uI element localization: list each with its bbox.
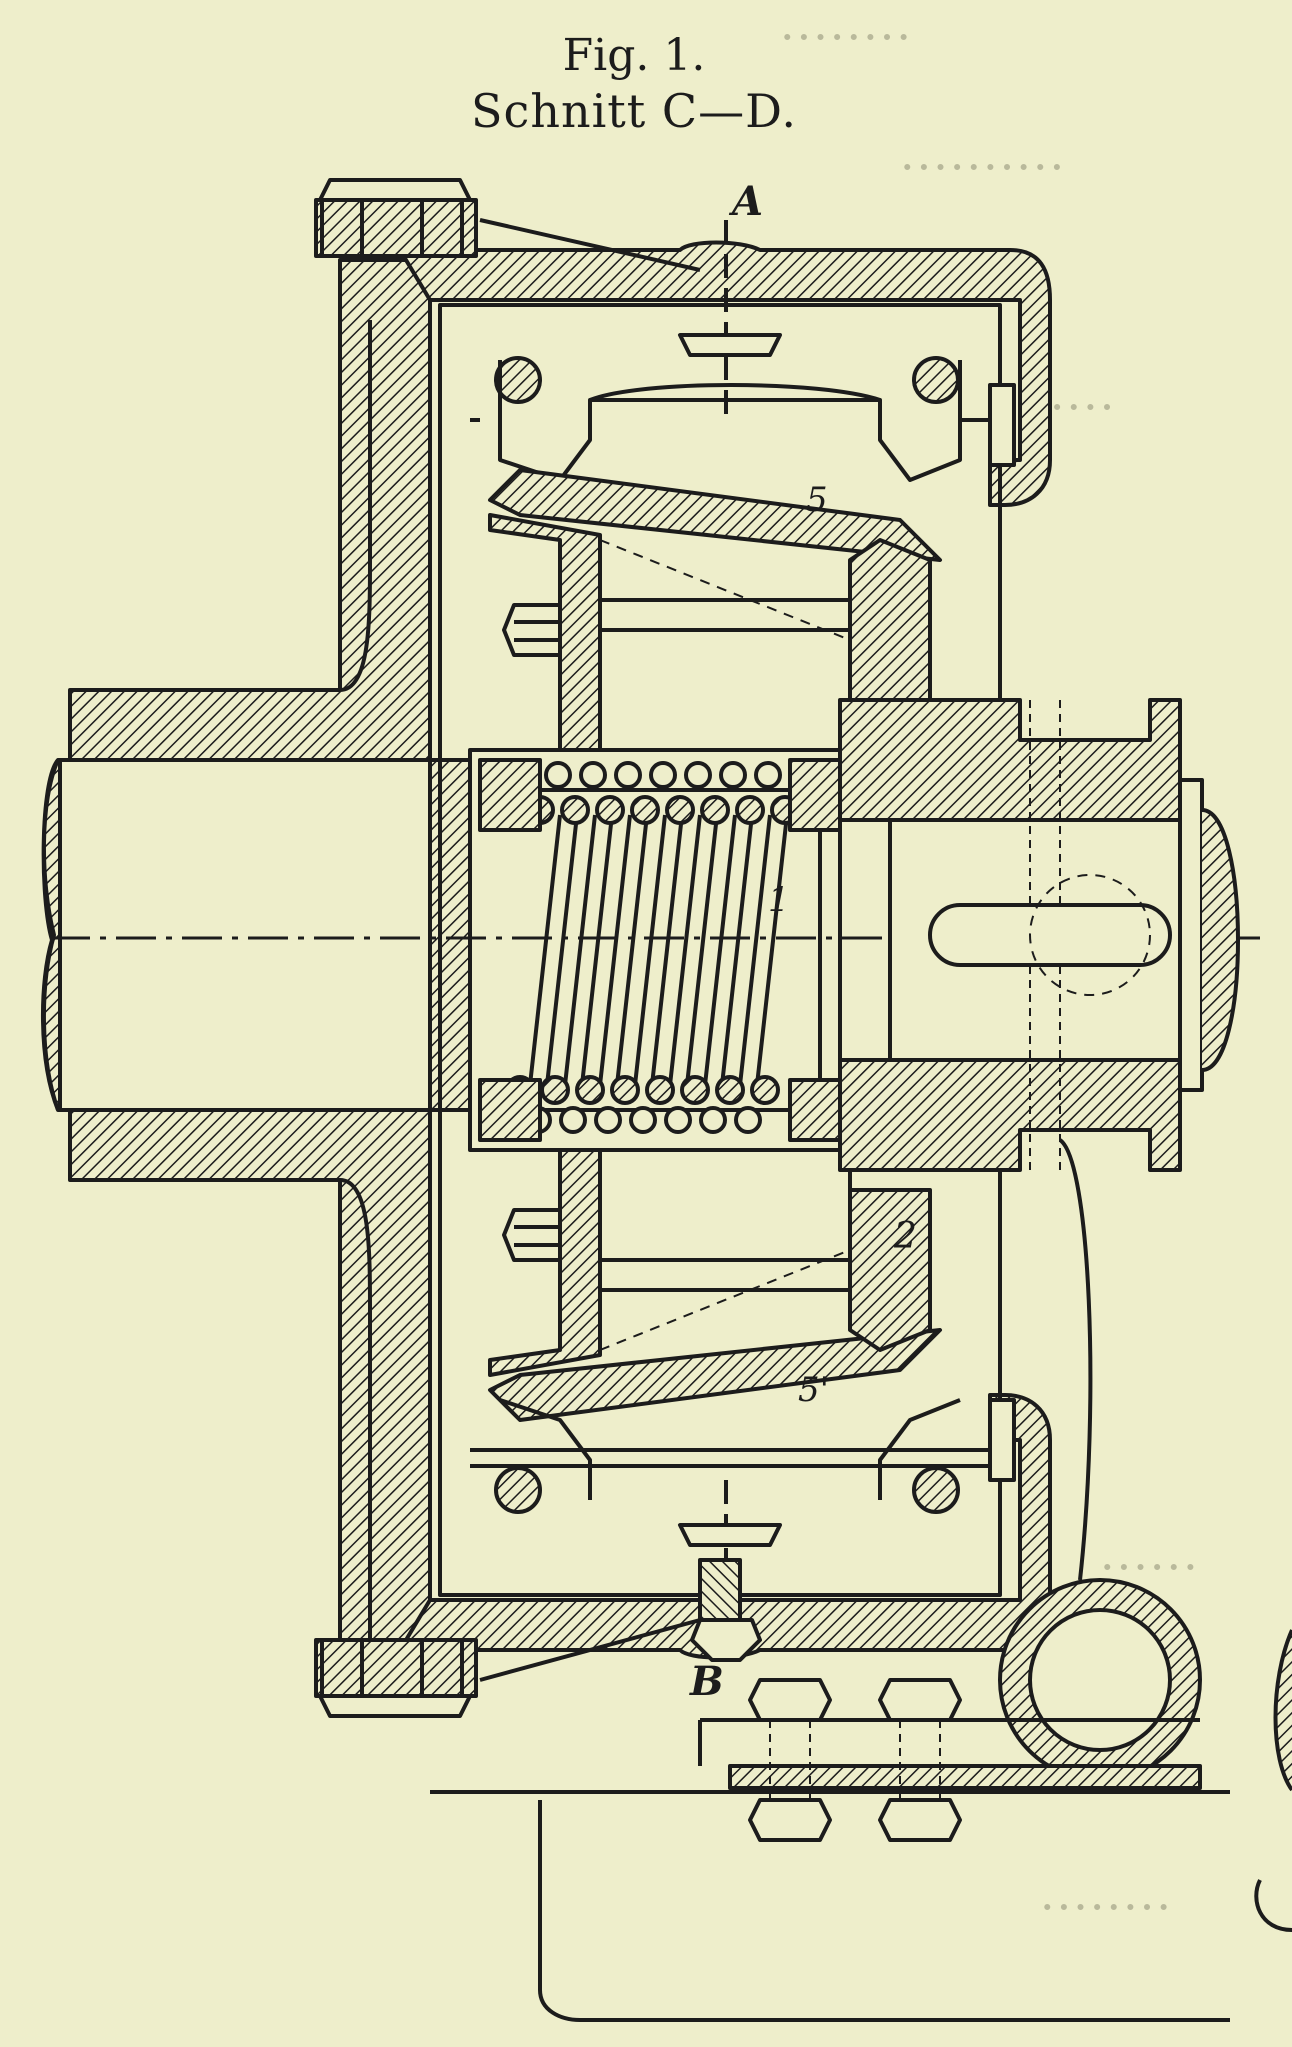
section-label-b: B	[690, 1658, 724, 1705]
bearing-eye	[998, 1578, 1202, 1782]
output-hub	[838, 698, 1240, 1172]
flange-bolt-bottom	[314, 1618, 701, 1718]
edge-fragment	[1273, 1629, 1292, 1792]
cone-ring-5	[488, 468, 942, 562]
part-label-1: 1	[768, 880, 790, 920]
drive-shaft	[41, 758, 472, 1112]
part-label-2: 2	[894, 1216, 917, 1257]
disk-bolt-upper	[502, 603, 562, 657]
base-bolt-1	[748, 1678, 832, 1842]
helical-spring	[468, 748, 842, 1152]
part-label-5-prime: 5'	[798, 1370, 829, 1410]
base-plate	[430, 1718, 1230, 2022]
figure-title: Fig. 1.	[562, 30, 706, 81]
section-label-a: A	[732, 178, 764, 225]
upper-lever-assembly	[470, 333, 1016, 482]
lower-lever-assembly	[470, 1398, 1016, 1547]
cone-ring-5-prime	[488, 1328, 942, 1422]
clutch-disk-body	[488, 513, 932, 1377]
base-bolt-2	[878, 1678, 962, 1842]
disk-bolt-lower	[502, 1208, 562, 1262]
side-plate	[1058, 1138, 1093, 1581]
figure-subtitle: Schnitt C—D.	[471, 84, 797, 138]
flange-bolt-top	[314, 178, 701, 272]
part-label-5: 5	[806, 480, 828, 520]
